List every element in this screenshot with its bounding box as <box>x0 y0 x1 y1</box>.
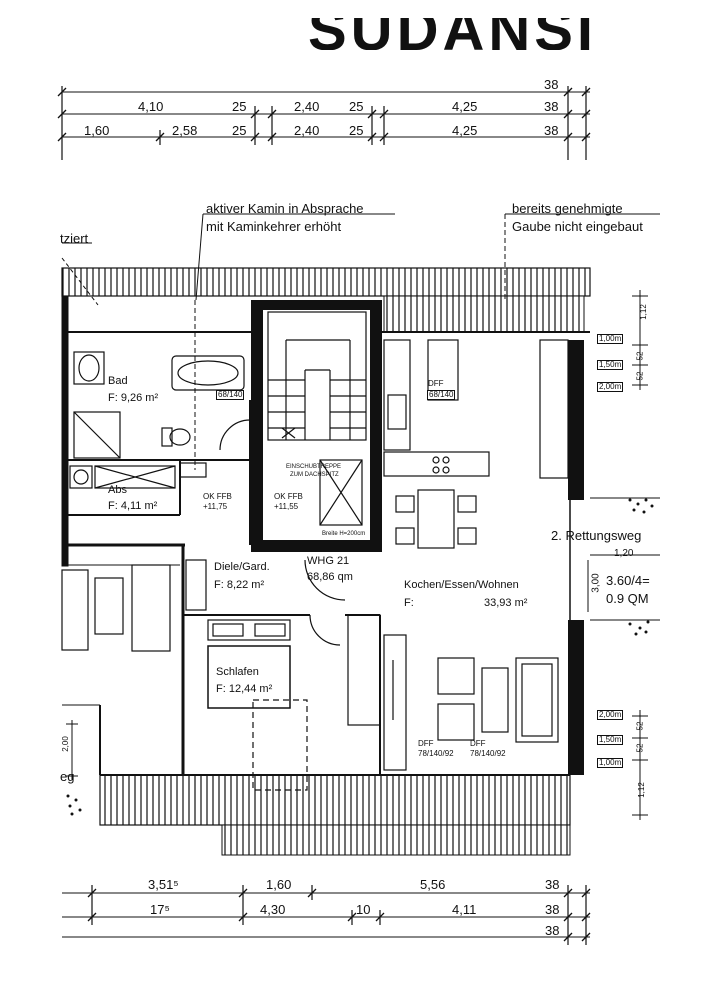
ok-ffb-1-val: +11,75 <box>203 502 228 511</box>
room-abs-name: Abs <box>108 484 127 496</box>
dim-right-lower-2: 1,12 <box>636 782 646 798</box>
staircase <box>267 311 367 526</box>
dim-bottom-2-1: 4,30 <box>260 902 286 917</box>
leader-lines <box>61 213 660 470</box>
dff-3-val: 78/140/92 <box>418 749 454 758</box>
bottom-dimension-chains <box>62 885 591 945</box>
note-partial-eg: eg <box>60 769 75 784</box>
dim-top-3-6: 38 <box>544 123 559 138</box>
dim-bottom-2-3: 4,11 <box>452 902 477 917</box>
dim-top-3-2: 25 <box>232 123 247 138</box>
room-diele-name: Diele/Gard. <box>214 561 270 573</box>
dim-gap-height: 3,00 <box>590 573 602 593</box>
room-schlafen-area: F: 12,44 m² <box>216 683 273 695</box>
top-dimension-chains <box>57 86 591 160</box>
dim-top-2-4: 4,25 <box>452 99 478 114</box>
dim-top-2-3: 25 <box>349 99 364 114</box>
room-kochen-area: 33,93 m² <box>484 597 528 609</box>
note-partial-left: tziert <box>60 231 89 246</box>
room-whg-area: 68,86 qm <box>307 571 353 583</box>
roof-hatching <box>61 267 591 856</box>
cliff-dots <box>66 498 654 816</box>
stair-note-1: EINSCHUBTREPPE <box>286 464 342 470</box>
room-abs-area: F: 4,11 m² <box>108 500 158 512</box>
walls <box>62 300 590 776</box>
dim-right-upper-1: 52 <box>635 351 645 361</box>
dim-top-1-0: 38 <box>544 77 559 92</box>
win-upper-0: 1,00m <box>597 334 624 344</box>
note-kamin-1: aktiver Kamin in Absprache <box>206 201 364 216</box>
dim-top-2-5: 38 <box>544 99 559 114</box>
dff-2-box: 68/140 <box>427 390 456 400</box>
dim-top-3-0: 1,60 <box>84 123 110 138</box>
stair-note-2: ZUM DACHSPITZ <box>290 472 339 478</box>
dim-right-lower-1: 52 <box>635 743 645 753</box>
dff-4-val: 78/140/92 <box>470 749 506 758</box>
dim-bottom-2-2: 10 <box>356 902 371 917</box>
note-window-spec-2: 0.9 QM <box>606 591 649 606</box>
dff-4-label: DFF <box>470 739 486 748</box>
win-upper-1: 1,50m <box>597 360 624 370</box>
room-whg-name: WHG 21 <box>307 555 350 567</box>
right-dimensions <box>587 290 660 820</box>
dim-top-3-4: 25 <box>349 123 364 138</box>
dim-top-3-3: 2,40 <box>294 123 320 138</box>
dim-bottom-2-0: 17⁵ <box>150 902 170 917</box>
left-dimension <box>66 720 78 780</box>
dim-bottom-1-0: 3,51⁵ <box>148 877 179 892</box>
ok-ffb-1-label: OK FFB <box>203 492 232 501</box>
dim-right-upper-0: 1,12 <box>638 304 648 320</box>
ok-ffb-2-val: +11,55 <box>274 502 299 511</box>
dim-top-2-0: 4,10 <box>138 99 164 114</box>
dim-bottom-1-1: 1,60 <box>266 877 292 892</box>
room-schlafen-name: Schlafen <box>216 666 259 678</box>
dff-1-box: 68/140 <box>216 390 245 400</box>
dim-top-3-5: 4,25 <box>452 123 478 138</box>
note-kamin-2: mit Kaminkehrer erhöht <box>206 219 342 234</box>
dim-bottom-1-3: 38 <box>545 877 560 892</box>
dim-top-3-1: 2,58 <box>172 123 198 138</box>
room-bad-area: F: 9,26 m² <box>108 392 159 404</box>
note-rettungsweg: 2. Rettungsweg <box>551 528 642 543</box>
note-gaube-1: bereits genehmigte <box>512 201 623 216</box>
room-kochen-name: Kochen/Essen/Wohnen <box>404 579 519 591</box>
room-bad-name: Bad <box>108 375 128 387</box>
win-lower-0: 2,00m <box>597 710 624 720</box>
dim-bottom-1-2: 5,56 <box>420 877 446 892</box>
dim-right-upper-2: 52 <box>635 371 645 381</box>
win-lower-2: 1,00m <box>597 758 624 768</box>
stair-small: Breite H=200cm <box>322 531 366 537</box>
dim-left-side: 2,00 <box>60 736 70 752</box>
win-lower-1: 1,50m <box>597 735 624 745</box>
dim-right-lower-0: 52 <box>635 721 645 731</box>
win-upper-2: 2,00m <box>597 382 624 392</box>
ok-ffb-2-label: OK FFB <box>274 492 303 501</box>
fixtures <box>61 339 569 791</box>
dim-bottom-2-4: 38 <box>545 902 560 917</box>
dim-top-2-1: 25 <box>232 99 247 114</box>
dff-3-label: DFF <box>418 739 434 748</box>
note-gaube-2: Gaube nicht eingebaut <box>512 219 643 234</box>
header-title-fragment: SÜDANSI <box>308 2 598 50</box>
room-diele-area: F: 8,22 m² <box>214 579 265 591</box>
dim-gap-width: 1,20 <box>614 548 634 559</box>
dim-bottom-3-0: 38 <box>545 923 560 938</box>
dim-top-2-2: 2,40 <box>294 99 320 114</box>
dff-2-label: DFF <box>428 379 444 388</box>
room-kochen-area-label: F: <box>404 597 414 609</box>
note-window-spec-1: 3.60/4= <box>606 573 650 588</box>
